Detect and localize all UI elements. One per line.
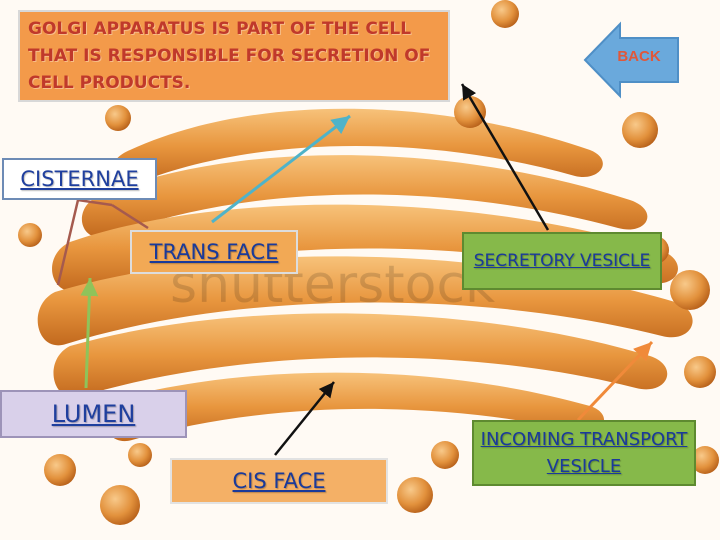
label-incoming-transport-vesicle: INCOMING TRANSPORT VESICLE [472, 420, 696, 486]
label-lumen-text: LUMEN [51, 400, 136, 428]
cis-face-arrow [274, 381, 335, 456]
label-cis-face-text: CIS FACE [232, 469, 326, 493]
label-cis-face: CIS FACE [170, 458, 388, 504]
label-trans-face: TRANS FACE [130, 230, 298, 274]
back-button-shape[interactable] [583, 21, 679, 99]
cisternae-leader-2 [111, 203, 149, 230]
label-lumen: LUMEN [0, 390, 187, 438]
label-trans-face-text: TRANS FACE [149, 240, 279, 264]
cisternae-leader [56, 198, 113, 286]
trans-face-arrow [211, 114, 351, 224]
label-incoming-transport-vesicle-text: INCOMING TRANSPORT VESICLE [480, 429, 688, 477]
secretory-vesicle-arrow [460, 83, 550, 231]
label-secretory-vesicle-text: SECRETORY VESICLE [473, 250, 651, 271]
label-cisternae-text: CISTERNAE [20, 167, 139, 191]
incoming-vesicle-arrow [576, 340, 654, 422]
label-secretory-vesicle: SECRETORY VESICLE [462, 232, 662, 290]
lumen-arrow [80, 277, 99, 389]
back-button[interactable]: BACK [617, 48, 661, 65]
title-box: GOLGI APPARATUS IS PART OF THE CELL THAT… [18, 10, 450, 102]
label-cisternae: CISTERNAE [2, 158, 157, 200]
title-text: GOLGI APPARATUS IS PART OF THE CELL THAT… [28, 18, 431, 93]
leader-lines [56, 83, 654, 456]
